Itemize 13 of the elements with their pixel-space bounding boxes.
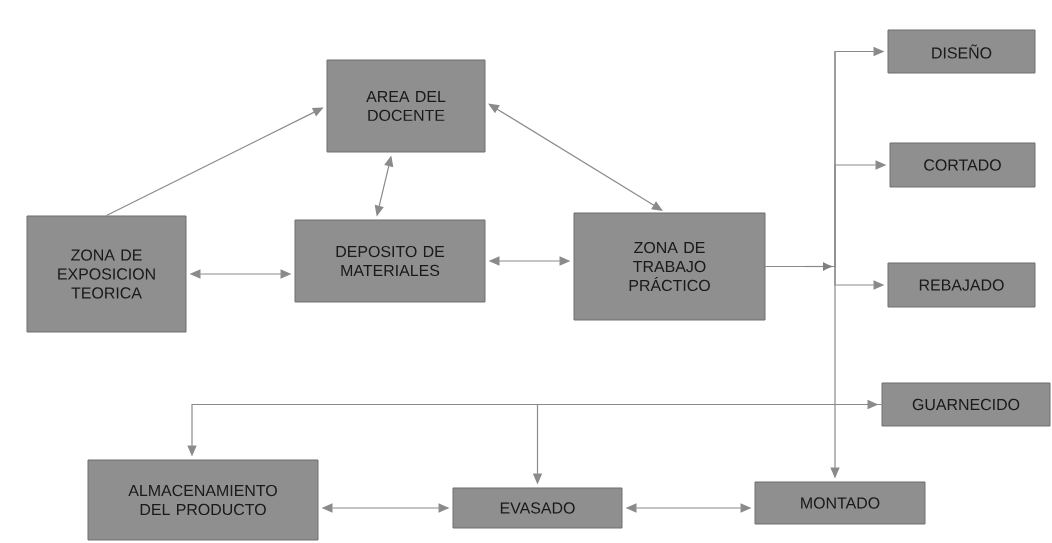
process-box: ALMACENAMIENTO DEL PRODUCTO: [87, 459, 319, 541]
arrow: [488, 103, 663, 211]
process-box: ZONA DE EXPOSICION TEORICA: [26, 215, 187, 333]
process-box: AREA DEL DOCENTE: [326, 59, 486, 153]
arrow: [804, 262, 833, 271]
process-box: REBAJADO: [887, 262, 1036, 308]
process-box: DISEÑO: [887, 29, 1036, 74]
process-box: GUARNECIDO: [881, 382, 1051, 427]
process-box: MONTADO: [754, 481, 926, 525]
process-box: ZONA DE TRABAJO PRÁCTICO: [573, 212, 766, 321]
process-box: DEPOSITO DE MATERIALES: [294, 219, 486, 303]
process-box: CORTADO: [889, 142, 1036, 188]
process-box: EVASADO: [452, 487, 623, 529]
